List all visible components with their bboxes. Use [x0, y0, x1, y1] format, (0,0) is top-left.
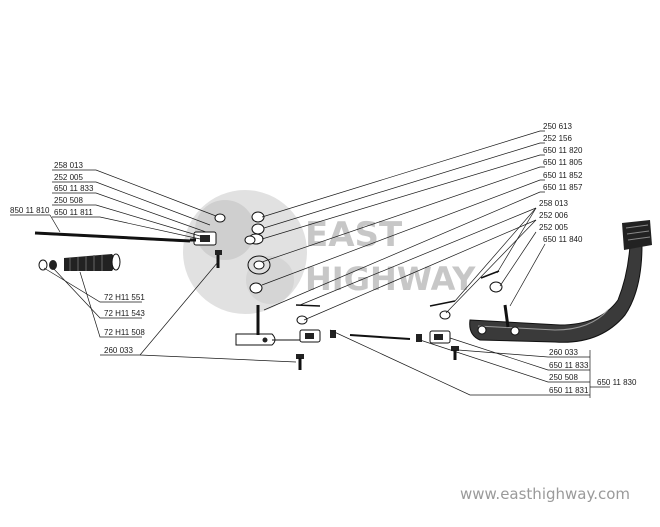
watermark-logo: EAST HIGHWAY [183, 190, 476, 314]
label-650011811: 650 11 811 [54, 208, 93, 217]
watermark-url: www.easthighway.com [460, 485, 630, 503]
label-252006: 252 006 [539, 211, 568, 220]
label-650011857: 650 11 857 [543, 183, 583, 192]
cotter-pins-part [295, 270, 500, 307]
washer-stack-part [244, 211, 271, 294]
label-72011543: 72 Н11 543 [104, 309, 145, 318]
label-650011820: 650 11 820 [543, 146, 583, 155]
watermark-text-east: EAST [305, 215, 403, 255]
washers-center-part [296, 281, 503, 325]
label-258013-right: 258 013 [539, 199, 568, 208]
label-250613: 250 613 [543, 122, 572, 131]
label-650011805: 650 11 805 [543, 158, 583, 167]
label-72011508: 72 Н11 508 [104, 328, 145, 337]
label-72011551: 72 Н11 551 [104, 293, 145, 302]
label-252005-left: 252 005 [54, 173, 83, 182]
label-260033-right: 260 033 [549, 348, 578, 357]
label-258013-left: 258 013 [54, 161, 83, 170]
leader-lines [10, 130, 610, 398]
bolt-small-left-part [215, 250, 222, 268]
long-rod-part [34, 231, 191, 244]
bolt-bottom-part [296, 346, 459, 370]
label-650011852: 650 11 852 [543, 171, 583, 180]
watermark-text-highway: HIGHWAY [305, 260, 476, 298]
label-650011831: 650 11 831 [549, 386, 589, 395]
label-252156: 252 156 [543, 134, 572, 143]
label-260033-left: 260 033 [104, 346, 133, 355]
label-250508-right: 250 508 [549, 373, 578, 382]
label-650011830: 650 11 830 [597, 378, 637, 387]
washer-left-part [214, 213, 226, 223]
lever-stud-part [235, 305, 310, 346]
pedal-lever-part [469, 220, 652, 343]
label-650011840: 650 11 840 [543, 235, 583, 244]
rubber-boot-part [38, 253, 121, 271]
part-number-labels: 258 013 252 005 650 11 833 250 508 650 1… [10, 122, 637, 395]
label-850011810: 850 11 810 [10, 206, 50, 215]
short-rod-assembly-part [299, 329, 451, 344]
label-650011833-right: 650 11 833 [549, 361, 589, 370]
label-252005-right: 252 005 [539, 223, 568, 232]
label-250508-left: 250 508 [54, 196, 83, 205]
label-650011833-left: 650 11 833 [54, 184, 94, 193]
